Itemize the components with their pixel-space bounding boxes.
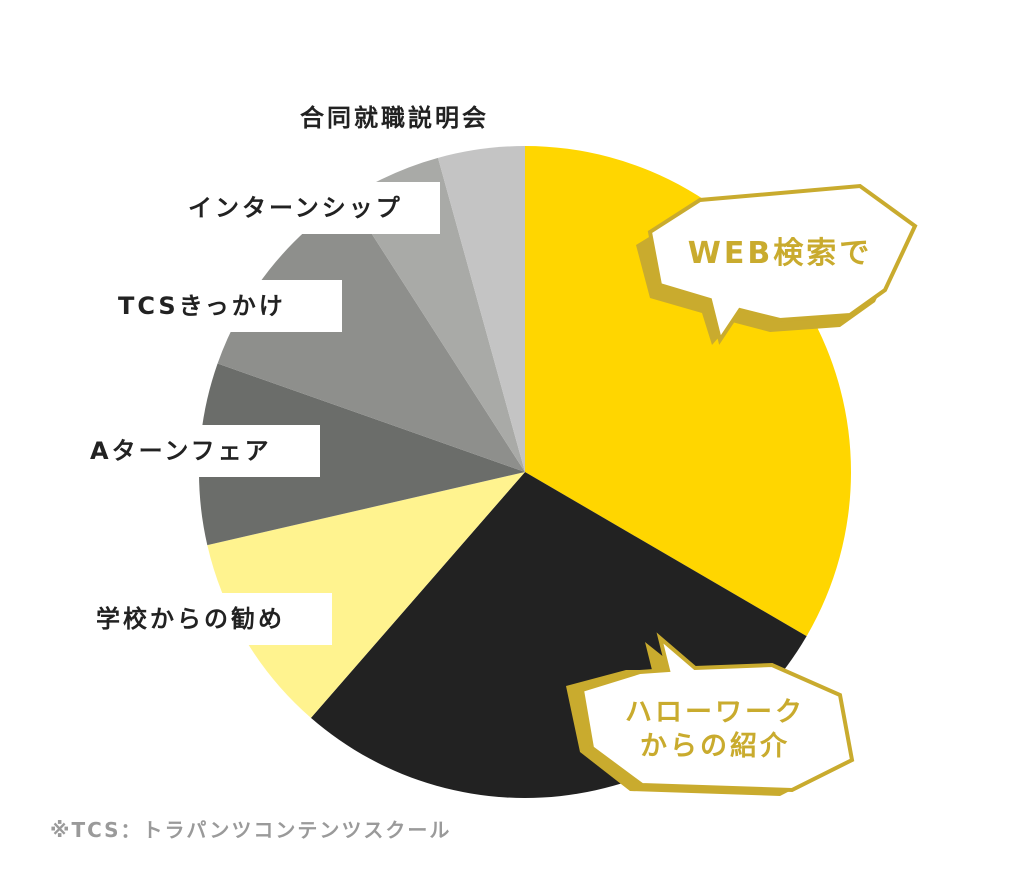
label-internship: インターンシップ xyxy=(170,182,440,234)
pie-slice-5 xyxy=(348,157,525,472)
label-aturn-fair: Aターンフェア xyxy=(72,425,320,477)
footnote: ※TCS：トラパンツコンテンツスクール xyxy=(50,818,452,842)
label-hellowork-line1: ハローワーク xyxy=(625,697,805,728)
label-tcs: TCSきっかけ xyxy=(100,280,342,332)
pie-slice-3 xyxy=(198,363,525,546)
pie-slice-6 xyxy=(437,146,525,472)
pie-slice-4 xyxy=(217,197,525,473)
label-hellowork: ハローワーク からの紹介 xyxy=(590,696,840,764)
web-callout-bubble xyxy=(636,183,918,345)
pie-slice-2 xyxy=(207,472,525,718)
label-school: 学校からの勧め xyxy=(78,593,332,645)
label-joint-seminar: 合同就職説明会 xyxy=(282,92,537,144)
label-web-search: WEB検索で xyxy=(687,236,873,271)
label-hellowork-line2: からの紹介 xyxy=(640,731,790,762)
hello-callout-bubble xyxy=(566,632,855,796)
